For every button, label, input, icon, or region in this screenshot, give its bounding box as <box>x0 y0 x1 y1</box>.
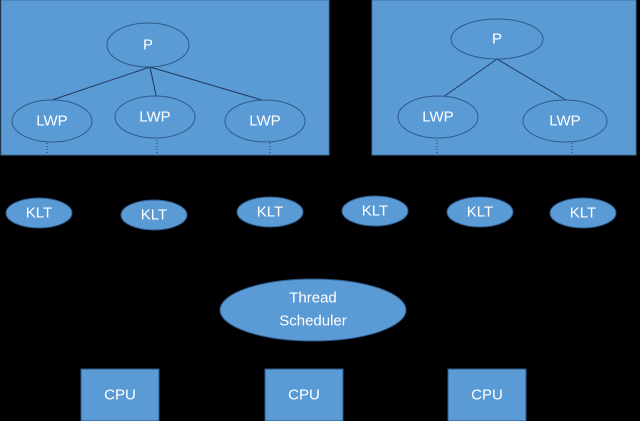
connector-p2-lwp1 <box>438 58 498 101</box>
svg-text:LWP: LWP <box>36 113 67 130</box>
svg-text:LWP: LWP <box>549 113 580 130</box>
klt-node-6: KLT <box>549 197 617 229</box>
lwp-drop-lines <box>46 140 573 155</box>
thread-scheduler-node: Thread Scheduler <box>219 278 407 342</box>
svg-text:KLT: KLT <box>570 205 596 222</box>
svg-text:CPU: CPU <box>104 387 136 404</box>
cpu-box-1: CPU <box>80 368 160 421</box>
svg-text:CPU: CPU <box>288 387 320 404</box>
connector-p2-lwp2 <box>496 58 567 101</box>
svg-text:LWP: LWP <box>422 109 453 126</box>
lwp-node-4: LWP <box>397 95 479 139</box>
klt-node-1: KLT <box>5 197 73 229</box>
svg-text:LWP: LWP <box>139 109 170 126</box>
cpu-box-3: CPU <box>447 368 527 421</box>
klt-node-2: KLT <box>120 199 188 231</box>
connector-p1-lwp2 <box>149 66 158 101</box>
svg-text:KLT: KLT <box>362 203 388 220</box>
connector-p1-lwp1 <box>51 66 151 101</box>
svg-text:P: P <box>492 31 502 48</box>
process-node-1: P <box>106 22 190 68</box>
connector-p1-lwp3 <box>149 66 263 101</box>
process-node-2: P <box>450 18 544 60</box>
svg-text:KLT: KLT <box>141 207 167 224</box>
svg-text:KLT: KLT <box>26 205 52 222</box>
process-tree-connectors <box>51 58 567 101</box>
klt-node-5: KLT <box>446 196 514 228</box>
svg-text:KLT: KLT <box>467 204 493 221</box>
svg-text:Scheduler: Scheduler <box>279 313 347 330</box>
lwp-node-3: LWP <box>224 99 306 143</box>
svg-text:CPU: CPU <box>471 387 503 404</box>
svg-text:LWP: LWP <box>249 113 280 130</box>
lwp-node-5: LWP <box>522 99 608 143</box>
lwp-node-2: LWP <box>114 95 196 139</box>
cpu-box-2: CPU <box>264 368 344 421</box>
svg-text:P: P <box>143 37 153 54</box>
klt-node-3: KLT <box>236 196 304 228</box>
svg-text:KLT: KLT <box>257 204 283 221</box>
svg-text:Thread: Thread <box>289 290 337 307</box>
lwp-node-1: LWP <box>11 99 93 143</box>
klt-node-4: KLT <box>341 195 409 227</box>
